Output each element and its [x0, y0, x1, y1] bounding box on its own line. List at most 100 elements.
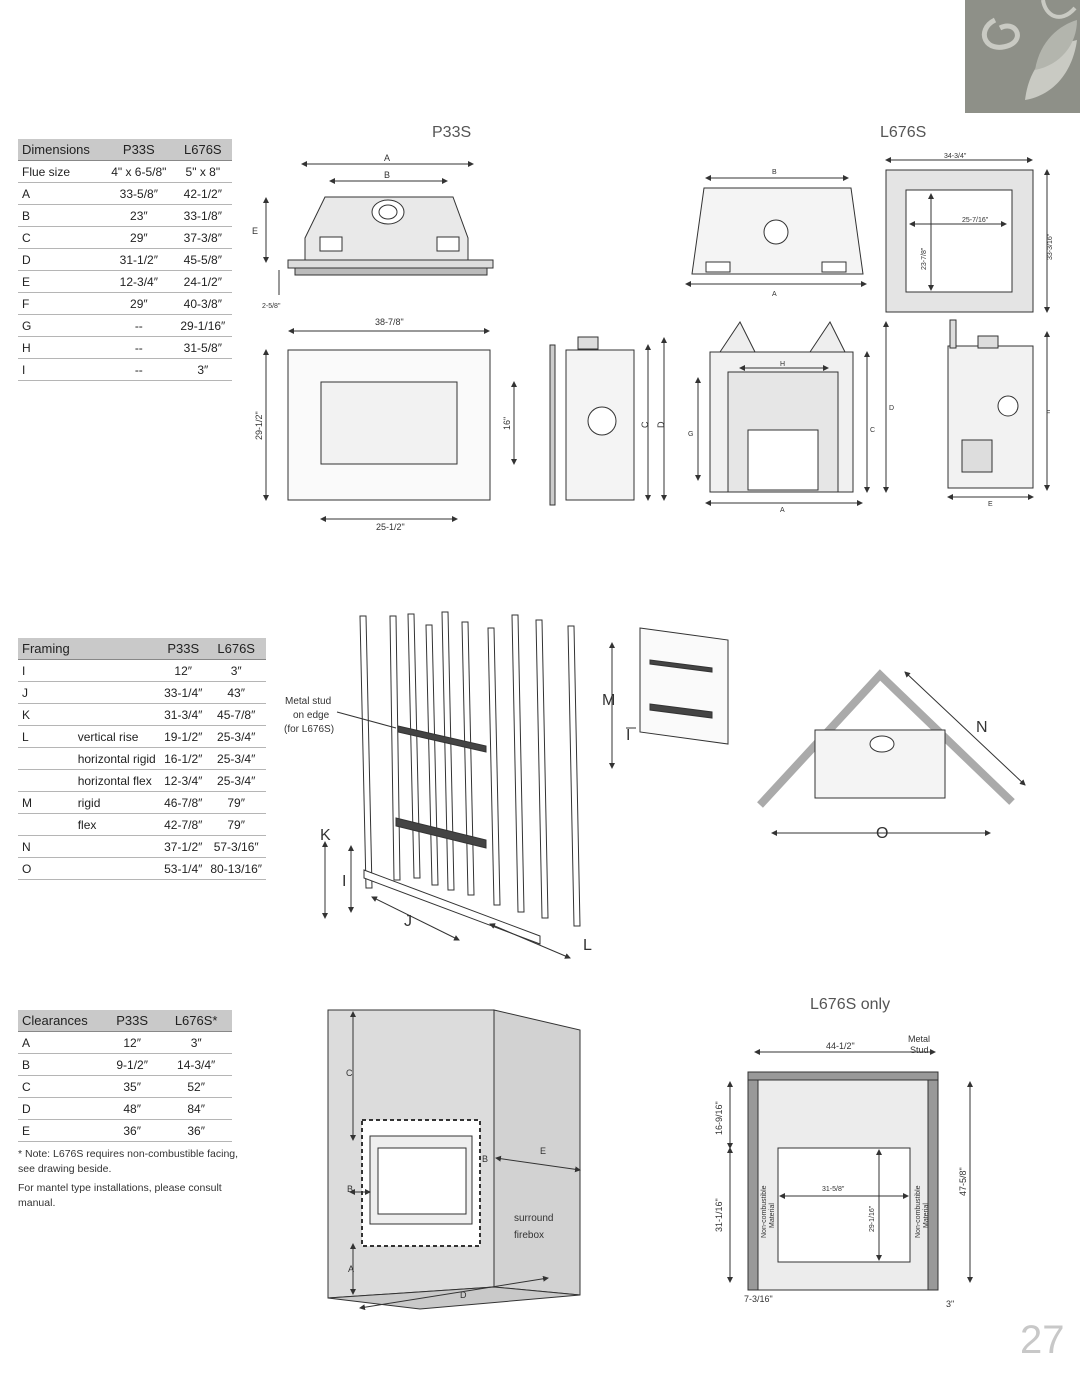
heading-l676s-only: L676S only [810, 996, 891, 1013]
label-right: 3" [946, 1299, 954, 1309]
table-cell: 35″ [104, 1075, 161, 1098]
clearance-room-drawing [327, 1009, 581, 1311]
leaf-ornament [965, 0, 1080, 113]
table-cell: 46-7/8″ [160, 791, 207, 814]
column-header: Dimensions [18, 139, 104, 161]
label-inner-height: 23-7/8" [921, 247, 928, 270]
corner-install-drawing [757, 669, 1026, 836]
label-c: C [346, 1068, 353, 1078]
table-cell: E [18, 1119, 104, 1142]
label-c: C [640, 421, 650, 428]
table-cell: 37-1/2″ [160, 835, 207, 858]
table-cell: -- [104, 314, 174, 337]
label-g: G [688, 431, 693, 438]
table-cell: 52″ [160, 1075, 232, 1098]
table-cell: 3″ [173, 358, 232, 381]
column-header: P33S [104, 139, 174, 161]
label-surround: surround [514, 1213, 553, 1224]
label-d: D [656, 421, 666, 428]
table-cell: flex [73, 813, 161, 836]
table-cell: J [18, 681, 74, 704]
label-material: Material [923, 1203, 930, 1228]
table-cell: 4" x 6-5/8" [104, 160, 174, 183]
table-row: H--31-5/8″ [18, 336, 232, 359]
table-cell: Flue size [18, 160, 104, 183]
table-cell: 24-1/2″ [173, 270, 232, 293]
label-o: O [876, 825, 888, 842]
table-cell: K [18, 703, 74, 726]
table-cell: 36″ [104, 1119, 161, 1142]
label-e: E [988, 501, 993, 508]
label-l: L [583, 937, 592, 954]
table-cell: A [18, 1031, 104, 1054]
note-mantel: For mantel type installations, please co… [18, 1182, 222, 1209]
column-header: L676S* [160, 1010, 232, 1032]
label-j: J [404, 913, 412, 930]
table-cell [18, 813, 74, 836]
label-e: E [252, 226, 258, 236]
table-cell: vertical rise [73, 725, 161, 748]
table-cell: I [18, 659, 74, 682]
label-b: B [384, 170, 390, 180]
table-cell: 3″ [206, 659, 266, 682]
column-header: L676S [206, 638, 266, 660]
table-cell: 36″ [160, 1119, 232, 1142]
p33s-top-view [263, 161, 494, 295]
column-header: L676S [173, 139, 232, 161]
table-cell: 37-3/8″ [173, 226, 232, 249]
label-k: K [320, 827, 331, 844]
label-a: A [780, 507, 785, 514]
table-cell: C [18, 226, 104, 249]
table-cell: -- [104, 358, 174, 381]
table-cell: 40-3/8″ [173, 292, 232, 315]
table-cell: L [18, 725, 74, 748]
label-total: 47-5/8" [958, 1167, 968, 1196]
note-noncombustible: * Note: L676S requires non-combustible f… [18, 1148, 239, 1175]
label-h1: 16-9/16" [714, 1101, 724, 1135]
label-e: E [540, 1146, 546, 1156]
label-outer-height: 33-3/16" [1047, 233, 1054, 260]
table-cell: 29-1/16″ [173, 314, 232, 337]
label-i: I [342, 873, 346, 890]
table-cell: N [18, 835, 74, 858]
table-cell: rigid [73, 791, 161, 814]
label-metal: Metal [908, 1034, 930, 1044]
table-cell: 29″ [104, 292, 174, 315]
table-cell: 53-1/4″ [160, 857, 207, 880]
label-width: 38-7/8" [375, 317, 404, 327]
table-cell: 31-5/8″ [173, 336, 232, 359]
label-opening-width: 25-1/2" [376, 522, 405, 532]
label-for-l676s: (for L676S) [284, 724, 334, 735]
table-cell: 31-1/2″ [104, 248, 174, 271]
label-on-edge: on edge [293, 710, 330, 721]
table-cell: 25-3/4″ [206, 725, 266, 748]
table-cell: O [18, 857, 74, 880]
label-f: F [1046, 410, 1050, 417]
table-cell: 33-1/8″ [173, 204, 232, 227]
label-d: D [460, 1290, 467, 1300]
label-i: I [626, 727, 630, 744]
table-cell: 42-7/8″ [160, 813, 207, 836]
table-cell: 5" x 8" [173, 160, 232, 183]
noncombustible-facing-drawing [727, 1049, 973, 1291]
table-cell: 45-5/8″ [173, 248, 232, 271]
table-cell: C [18, 1075, 104, 1098]
label-h: H [780, 361, 785, 368]
table-cell: 12″ [104, 1031, 161, 1054]
heading-p33s: P33S [432, 124, 472, 141]
table-cell [73, 835, 161, 858]
table-cell: D [18, 1097, 104, 1120]
table-cell: 48″ [104, 1097, 161, 1120]
p33s-side-view [549, 336, 667, 506]
